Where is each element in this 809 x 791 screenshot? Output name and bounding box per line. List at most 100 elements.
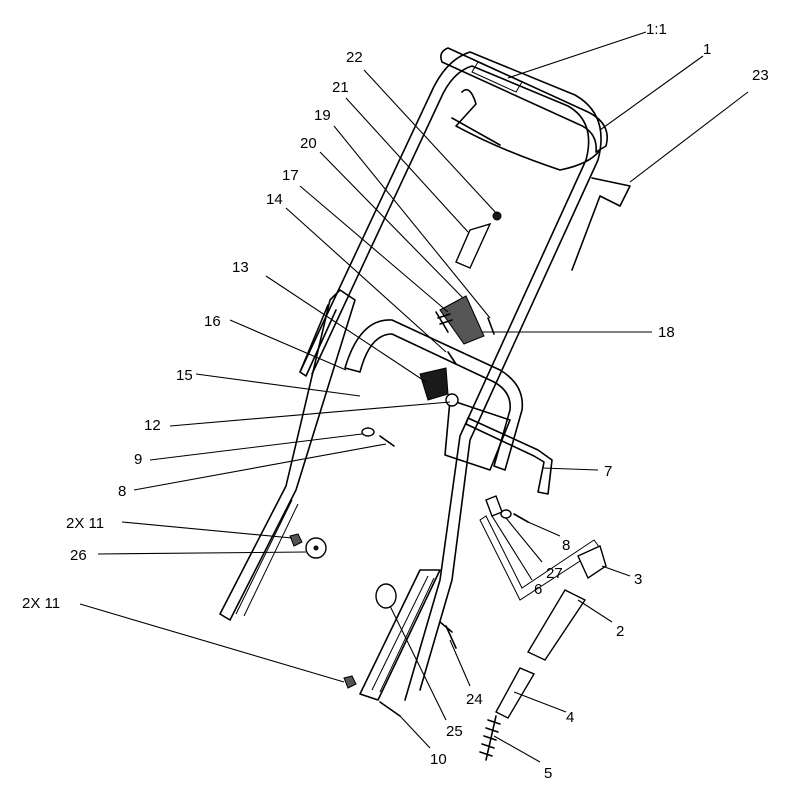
handle-assembly-drawing <box>219 47 631 761</box>
callout-8: 8 <box>562 537 570 554</box>
upper-handle <box>299 51 602 701</box>
nut-11a <box>289 533 303 547</box>
lower-tube-left <box>219 289 356 621</box>
leader-22 <box>363 69 498 215</box>
adjuster-4 <box>495 667 536 719</box>
callout-16: 16 <box>204 313 221 330</box>
leader-lines <box>79 31 749 763</box>
leader-15 <box>195 373 361 397</box>
leader-19 <box>333 125 491 319</box>
leader-2x11a <box>121 521 293 539</box>
callout-10: 10 <box>430 751 447 768</box>
leader-1to1 <box>507 31 647 79</box>
bail-bar <box>451 88 601 171</box>
lower-tube-left-rail <box>235 499 299 617</box>
callout-1to1: 1:1 <box>646 21 667 38</box>
callout-5: 5 <box>544 765 552 782</box>
leader-9 <box>149 433 363 461</box>
left-upright <box>299 304 337 377</box>
callout-25: 25 <box>446 723 463 740</box>
callout-8: 8 <box>118 483 126 500</box>
callout-26: 26 <box>70 547 87 564</box>
bolt-10 <box>379 701 401 717</box>
callout-9: 9 <box>134 451 142 468</box>
callout-20: 20 <box>300 135 317 152</box>
bushing-6 <box>485 495 503 517</box>
callout-12: 12 <box>144 417 161 434</box>
callout-2: 2 <box>616 623 624 640</box>
leader-6 <box>491 515 533 581</box>
callout-27: 27 <box>546 565 563 582</box>
leader-14 <box>285 207 447 353</box>
callout-21: 21 <box>332 79 349 96</box>
callout-14: 14 <box>266 191 283 208</box>
spring-17 <box>435 311 453 333</box>
washer-26-hole <box>313 545 319 551</box>
leader-1 <box>599 55 704 131</box>
control-block-13 <box>419 367 449 401</box>
leader-13 <box>265 275 427 383</box>
bolt-19 <box>487 317 495 335</box>
callout-13: 13 <box>232 259 249 276</box>
washer-12 <box>445 393 459 407</box>
leader-10 <box>399 715 431 749</box>
leader-5 <box>493 735 541 763</box>
nut-11b <box>343 675 357 689</box>
leader-12 <box>169 401 451 427</box>
callout-4: 4 <box>566 709 574 726</box>
leader-27 <box>505 517 543 563</box>
lower-tube-right-rail <box>371 575 435 693</box>
callout-18: 18 <box>658 324 675 341</box>
washer-27 <box>500 509 512 519</box>
sleeve-2 <box>527 589 587 661</box>
callout-19: 19 <box>314 107 331 124</box>
bumper-25 <box>375 583 397 609</box>
nut-22 <box>492 211 502 221</box>
leader-26 <box>97 551 307 555</box>
screw-14 <box>447 351 457 365</box>
callout-2x11: 2X 11 <box>66 515 104 532</box>
leader-2 <box>577 599 613 623</box>
leader-8b <box>527 521 561 537</box>
bolt-24 <box>439 621 457 649</box>
callout-7: 7 <box>604 463 612 480</box>
leader-3 <box>601 565 631 577</box>
leader-21 <box>345 97 469 233</box>
shock-21 <box>455 222 492 269</box>
leader-17 <box>299 185 449 313</box>
callout-1: 1 <box>703 41 711 58</box>
leader-24 <box>449 639 471 687</box>
leader-4 <box>513 691 567 713</box>
grip-band <box>471 61 523 93</box>
callout-22: 22 <box>346 49 363 66</box>
lever-assembly-18 <box>439 295 485 345</box>
washer-9 <box>361 427 375 437</box>
screw-8b <box>513 513 529 523</box>
leader-7 <box>541 467 599 471</box>
callout-17: 17 <box>282 167 299 184</box>
rod-7 <box>465 417 553 495</box>
callout-15: 15 <box>176 367 193 384</box>
cap-3 <box>577 545 607 580</box>
spring-5 <box>479 715 501 761</box>
bracket-outline <box>479 515 601 601</box>
callout-23: 23 <box>752 67 769 84</box>
screw-8a <box>379 435 395 447</box>
leader-8a <box>133 443 387 491</box>
leader-16 <box>229 319 347 371</box>
leader-23 <box>629 91 749 183</box>
callout-labels: 1:1 1 23 22 21 19 20 17 14 13 16 15 18 1… <box>22 21 769 782</box>
cross-tube <box>344 319 524 471</box>
cable-23 <box>571 177 631 271</box>
callout-3: 3 <box>634 571 642 588</box>
center-panel <box>444 399 511 471</box>
lower-tube-right <box>359 569 441 701</box>
handle-grip <box>440 47 608 153</box>
leader-20 <box>319 151 464 299</box>
callout-2x11: 2X 11 <box>22 595 60 612</box>
leader-25 <box>389 605 447 721</box>
callout-24: 24 <box>466 691 483 708</box>
callout-6: 6 <box>534 581 542 598</box>
leader-2x11b <box>79 603 345 683</box>
